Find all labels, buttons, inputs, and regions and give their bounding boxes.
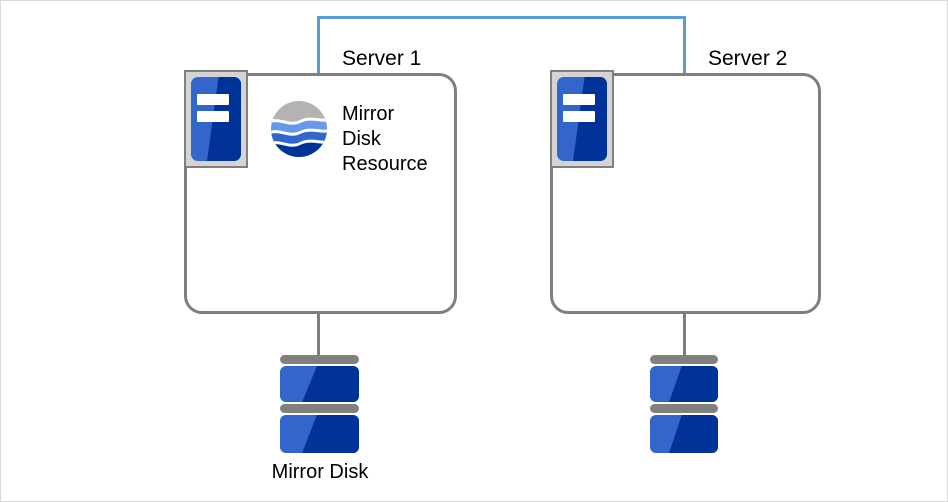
disk-1 (280, 355, 359, 453)
server-icon-body (557, 77, 607, 161)
disk-platter-shade (669, 366, 718, 402)
server-icon-slot-top (563, 93, 595, 105)
mirror-disk-resource-label: Mirror Disk Resource (342, 103, 428, 175)
disk-cap-middle (280, 404, 359, 413)
disk-cap-middle (650, 404, 718, 413)
server-icon-slot-top (197, 93, 229, 105)
network-link-left-segment (317, 16, 320, 75)
server-1-machine-icon (184, 70, 248, 168)
server-1-disk-connector (317, 312, 320, 359)
disk-platter-shade (302, 366, 359, 402)
server-1-label: Server 1 (342, 47, 422, 70)
server-icon-slot-bottom (197, 110, 229, 122)
disk-cap-top (280, 355, 359, 364)
server-2-disk-connector (683, 312, 686, 359)
disk-platter-bottom (280, 415, 359, 453)
network-link-right-segment (683, 16, 686, 75)
network-link-top-segment (317, 16, 686, 19)
disk-cap-top (650, 355, 718, 364)
mirror-disk-resource-icon (271, 101, 327, 157)
disk-platter-bottom (650, 415, 718, 453)
server-icon-slot-bottom (563, 110, 595, 122)
disk-platter-shade (302, 415, 359, 453)
disk-2 (650, 355, 718, 453)
disk-platter-top (280, 366, 359, 402)
disk-1-caption: Mirror Disk (271, 461, 369, 483)
server-2-machine-icon (550, 70, 614, 168)
server-icon-body (191, 77, 241, 161)
disk-platter-top (650, 366, 718, 402)
disk-platter-shade (669, 415, 718, 453)
server-2-label: Server 2 (708, 47, 788, 70)
